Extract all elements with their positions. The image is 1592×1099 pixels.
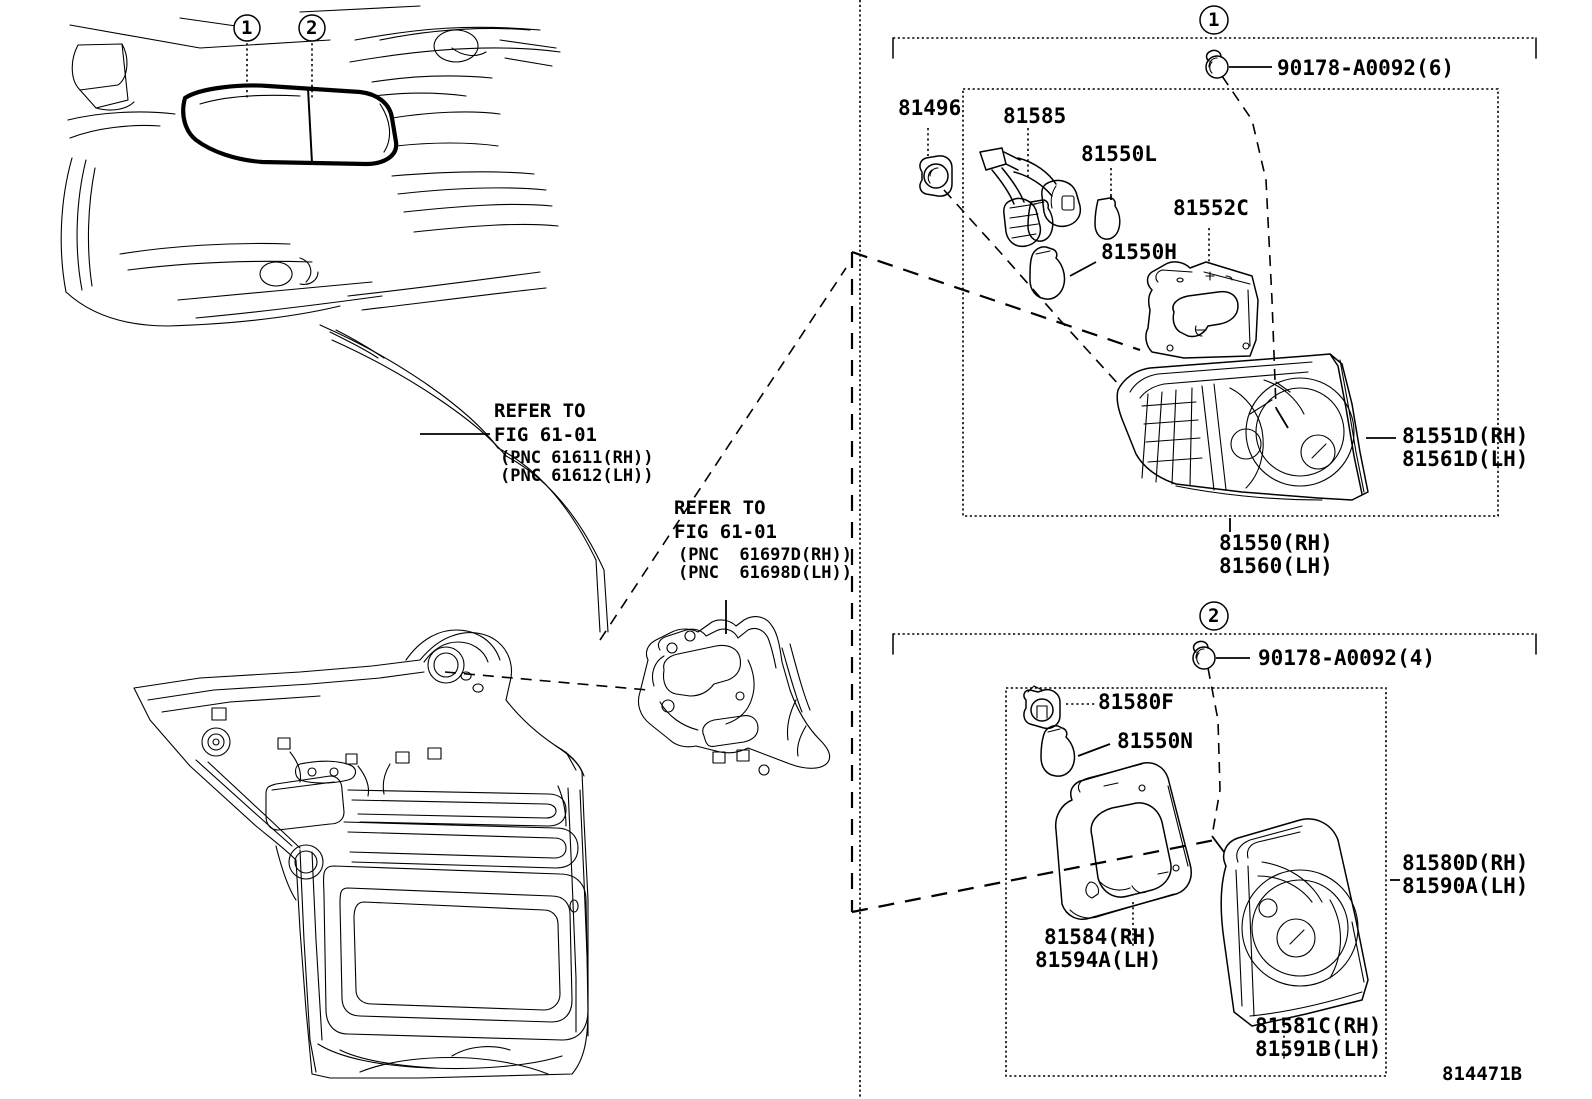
refer-to-wheel-house-line3: (PNC 61697D(RH)) bbox=[678, 545, 852, 565]
nut-90178-a0092-6 bbox=[1205, 49, 1289, 429]
part-81584-gasket bbox=[1054, 762, 1192, 948]
refer-to-quarter-panel-line2: FIG 61-01 bbox=[494, 424, 597, 446]
refer-to-wheel-house-line1: REFER TO bbox=[674, 497, 766, 519]
label-81560-lh: 81560(LH) bbox=[1219, 554, 1333, 578]
section-1-group bbox=[892, 5, 1537, 532]
part-81552C-gasket bbox=[1145, 228, 1259, 359]
refer-to-quarter-panel-line3: (PNC 61611(RH)) bbox=[500, 448, 654, 468]
label-81550L: 81550L bbox=[1081, 142, 1157, 166]
label-81590A-lh: 81590A(LH) bbox=[1402, 874, 1529, 898]
quarter-panel-leader bbox=[319, 324, 609, 633]
wheel-house-bracket-illustration bbox=[637, 600, 831, 776]
label-81496: 81496 bbox=[898, 96, 962, 120]
label-81584-rh: 81584(RH) bbox=[1044, 925, 1158, 949]
label-81550N: 81550N bbox=[1117, 729, 1193, 753]
quarter-panel-illustration bbox=[133, 629, 589, 1079]
vehicle-callout-leaders bbox=[233, 14, 326, 100]
refer-to-quarter-panel-line1: REFER TO bbox=[494, 400, 586, 422]
label-81550H: 81550H bbox=[1101, 240, 1177, 264]
label-90178-a0092-4: 90178-A0092(4) bbox=[1258, 646, 1436, 670]
section-2-callout-number: 2 bbox=[1208, 605, 1220, 627]
part-81550N-bulb bbox=[1040, 725, 1111, 777]
label-81551D-rh: 81551D(RH) bbox=[1402, 424, 1529, 448]
vehicle-illustration-group bbox=[60, 5, 561, 359]
section-2-group bbox=[892, 601, 1537, 1077]
part-81496-grommet bbox=[919, 128, 1121, 387]
label-81594A-lh: 81594A(LH) bbox=[1035, 948, 1162, 972]
part-81550L-bulb bbox=[1027, 168, 1121, 242]
part-81581C-inner-lamp bbox=[1220, 818, 1400, 1060]
label-81550-rh: 81550(RH) bbox=[1219, 531, 1333, 555]
nut-90178-a0092-4 bbox=[1192, 640, 1250, 853]
label-81580F: 81580F bbox=[1098, 690, 1174, 714]
callout-2-number: 2 bbox=[306, 17, 318, 39]
label-81552C: 81552C bbox=[1173, 196, 1249, 220]
refer-to-wheel-house-line4: (PNC 61698D(LH)) bbox=[678, 563, 852, 583]
assembly-dashed-leaders bbox=[444, 250, 1216, 914]
drawing-number: 814471B bbox=[1442, 1063, 1523, 1085]
part-81550H-bulb bbox=[1029, 246, 1097, 300]
label-90178-a0092-6: 90178-A0092(6) bbox=[1277, 56, 1455, 80]
callout-1-number: 1 bbox=[241, 17, 253, 39]
part-81550-tail-lamp-assembly bbox=[1116, 353, 1396, 532]
part-81585-harness bbox=[979, 128, 1082, 248]
part-81580F-socket bbox=[1023, 685, 1096, 730]
section-1-callout-number: 1 bbox=[1208, 9, 1220, 31]
refer-to-quarter-panel-line4: (PNC 61612(LH)) bbox=[500, 466, 654, 486]
label-81580D-rh: 81580D(RH) bbox=[1402, 851, 1529, 875]
label-81591B-lh: 81591B(LH) bbox=[1255, 1037, 1382, 1061]
label-81585: 81585 bbox=[1003, 104, 1067, 128]
label-81561D-lh: 81561D(LH) bbox=[1402, 447, 1529, 471]
refer-to-wheel-house-line2: FIG 61-01 bbox=[674, 521, 777, 543]
label-81581C-rh: 81581C(RH) bbox=[1255, 1014, 1382, 1038]
